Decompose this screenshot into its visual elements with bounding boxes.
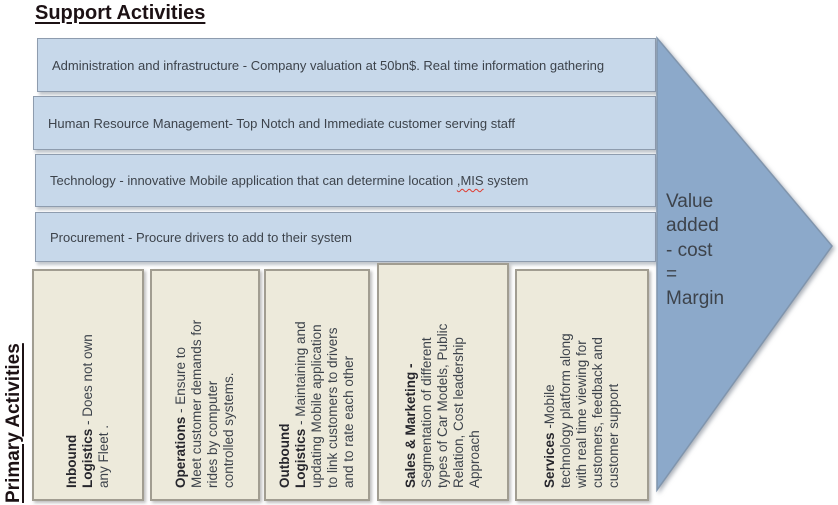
- rotated-text-container: Outbound Logistics - Maintaining and upd…: [269, 276, 365, 494]
- services-text: Services -Mobile technology platform alo…: [542, 276, 622, 494]
- inbound-logistics-title: Inbound Logistics: [64, 428, 96, 488]
- sales-marketing-title: Sales & Marketing -: [403, 363, 419, 488]
- operations-title: Operations: [173, 416, 189, 488]
- rotated-text-container: Inbound Logistics - Does not own any Fle…: [37, 276, 139, 494]
- primary-box-sales-marketing: Sales & Marketing - Segmentation of diff…: [377, 263, 509, 501]
- support-bar-administration: Administration and infrastructure - Comp…: [37, 38, 656, 92]
- rotated-text-container: Operations - Ensure to Meet customer dem…: [155, 276, 255, 494]
- sales-marketing-text: Sales & Marketing - Segmentation of diff…: [403, 270, 483, 494]
- outbound-logistics-text: Outbound Logistics - Maintaining and upd…: [277, 276, 357, 494]
- margin-arrow-polygon: [656, 35, 833, 493]
- rotated-text-container: Services -Mobile technology platform alo…: [520, 276, 644, 494]
- margin-label: Value added - cost = Margin: [666, 191, 725, 310]
- sales-marketing-body: Segmentation of different types of Car M…: [419, 323, 482, 488]
- support-bar-technology: Technology - innovative Mobile applicati…: [35, 154, 656, 207]
- operations-text: Operations - Ensure to Meet customer dem…: [173, 276, 237, 494]
- support-bar-human-resources-text: Human Resource Management- Top Notch and…: [48, 115, 516, 131]
- support-activities-heading: Support Activities: [35, 2, 206, 24]
- inbound-logistics-text: Inbound Logistics - Does not own any Fle…: [64, 276, 112, 494]
- support-bar-administration-text: Administration and infrastructure - Comp…: [52, 57, 605, 73]
- technology-text-pre: Technology - innovative Mobile applicati…: [50, 173, 457, 188]
- primary-box-outbound-logistics: Outbound Logistics - Maintaining and upd…: [264, 269, 370, 501]
- support-bar-procurement-text: Procurement - Procure drivers to add to …: [50, 229, 353, 245]
- outbound-logistics-title: Outbound Logistics: [277, 423, 309, 488]
- spellcheck-flagged-word: ,MIS: [456, 173, 484, 188]
- support-bar-human-resources: Human Resource Management- Top Notch and…: [33, 96, 656, 150]
- rotated-text-container: Sales & Marketing - Segmentation of diff…: [382, 270, 504, 494]
- primary-box-services: Services -Mobile technology platform alo…: [515, 269, 649, 501]
- margin-arrow-shape: [656, 35, 833, 493]
- technology-text-post: system: [483, 173, 529, 188]
- primary-box-operations: Operations - Ensure to Meet customer dem…: [150, 269, 260, 501]
- primary-activities-heading: Primary Activities: [3, 343, 24, 503]
- services-title: Services: [542, 432, 558, 488]
- support-bar-procurement: Procurement - Procure drivers to add to …: [35, 212, 656, 262]
- primary-box-inbound-logistics: Inbound Logistics - Does not own any Fle…: [32, 269, 144, 501]
- support-bar-technology-text: Technology - innovative Mobile applicati…: [50, 173, 528, 188]
